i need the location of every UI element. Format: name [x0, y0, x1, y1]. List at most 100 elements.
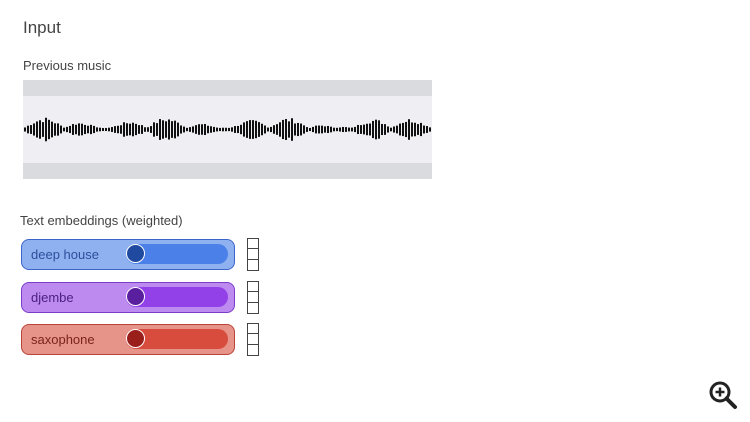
weight-slider[interactable]: [126, 244, 228, 264]
waveform-bar: [285, 119, 287, 140]
waveform-bar: [258, 122, 260, 137]
waveform-bar: [135, 123, 137, 136]
waveform-bar: [297, 122, 299, 137]
waveform-bar: [357, 124, 359, 135]
waveform-bar: [231, 127, 233, 132]
waveform-bar: [195, 125, 197, 134]
waveform-bar: [42, 122, 44, 137]
waveform-bar: [306, 127, 308, 132]
slider-knob[interactable]: [126, 329, 145, 348]
weight-slider[interactable]: [126, 287, 228, 307]
slider-knob[interactable]: [126, 287, 145, 306]
waveform-bar: [213, 126, 215, 133]
waveform-bar: [48, 119, 50, 140]
waveform-bar: [36, 121, 38, 138]
waveform-bar: [69, 125, 71, 134]
waveform: [23, 80, 432, 179]
waveform-bar: [159, 119, 161, 140]
waveform-bar: [66, 126, 68, 133]
waveform-bar: [246, 121, 248, 138]
waveform-bar: [411, 122, 413, 137]
waveform-bar: [72, 124, 74, 135]
weight-slider[interactable]: [126, 329, 228, 349]
section-title: Input: [23, 18, 61, 37]
waveform-bar: [237, 125, 239, 134]
waveform-bar: [219, 127, 221, 132]
waveform-bar: [279, 122, 281, 137]
waveform-bar: [63, 127, 65, 132]
waveform-bar: [174, 120, 176, 139]
waveform-bar: [402, 122, 404, 137]
waveform-bar: [189, 127, 191, 132]
waveform-bar: [108, 127, 110, 132]
waveform-bar: [387, 126, 389, 133]
waveform-bar: [78, 123, 80, 136]
waveform-bar: [351, 127, 353, 132]
waveform-bar: [384, 124, 386, 135]
waveform-bar: [378, 120, 380, 139]
zoom-in-icon[interactable]: [708, 380, 738, 410]
waveform-bar: [288, 121, 290, 138]
waveform-bar: [396, 125, 398, 134]
waveform-bar: [171, 121, 173, 138]
embedding-vector-icon: [247, 281, 259, 314]
waveform-bar: [156, 123, 158, 136]
waveform-bar: [282, 119, 284, 140]
waveform-bar: [75, 124, 77, 135]
waveform-bar: [30, 125, 32, 134]
waveform-bar: [333, 127, 335, 132]
waveform-bar: [207, 125, 209, 134]
waveform-bar: [102, 127, 104, 132]
waveform-bar: [426, 126, 428, 133]
embedding-saxophone: saxophone: [21, 324, 235, 355]
waveform-bar: [228, 127, 230, 132]
waveform-bar: [405, 121, 407, 138]
embedding-label: djembe: [31, 290, 74, 305]
waveform-bar: [348, 127, 350, 132]
waveform-bar: [420, 122, 422, 137]
waveform-bar: [249, 120, 251, 139]
waveform-bar: [45, 117, 47, 142]
waveform-bar: [120, 125, 122, 134]
waveform-bar: [90, 124, 92, 135]
waveform-bar: [33, 123, 35, 136]
waveform-bar: [153, 122, 155, 137]
waveform-bar: [54, 123, 56, 136]
waveform-bar: [165, 121, 167, 138]
waveform-bar: [201, 124, 203, 135]
waveform-bar: [192, 126, 194, 133]
waveform-bar: [366, 123, 368, 136]
embedding-djembe: djembe: [21, 282, 235, 313]
waveform-bar: [183, 126, 185, 133]
waveform-bar: [354, 126, 356, 133]
waveform-bar: [81, 123, 83, 136]
waveform-bar: [216, 127, 218, 132]
waveform-bar: [300, 123, 302, 136]
waveform-bar: [375, 119, 377, 140]
waveform-bar: [273, 125, 275, 134]
waveform-bar: [276, 124, 278, 135]
waveform-bar: [264, 125, 266, 134]
slider-knob[interactable]: [126, 244, 145, 263]
waveform-bar: [144, 127, 146, 132]
waveform-bar: [342, 126, 344, 133]
waveform-bar: [132, 122, 134, 137]
waveform-bar: [114, 126, 116, 133]
waveform-bar: [252, 120, 254, 139]
waveform-bar: [390, 127, 392, 132]
waveform-bar: [255, 120, 257, 139]
waveform-bar: [408, 119, 410, 140]
waveform-bar: [336, 127, 338, 132]
waveform-bar: [57, 123, 59, 136]
waveform-bar: [180, 125, 182, 134]
waveform-bar: [138, 125, 140, 134]
waveform-bar: [372, 120, 374, 139]
waveform-bar: [261, 123, 263, 136]
waveform-bar: [291, 118, 293, 141]
waveform-bar: [345, 127, 347, 132]
waveform-bar: [225, 127, 227, 132]
waveform-bar: [93, 125, 95, 134]
waveform-bar: [162, 120, 164, 139]
waveform-bar: [324, 126, 326, 133]
waveform-bar: [321, 125, 323, 134]
